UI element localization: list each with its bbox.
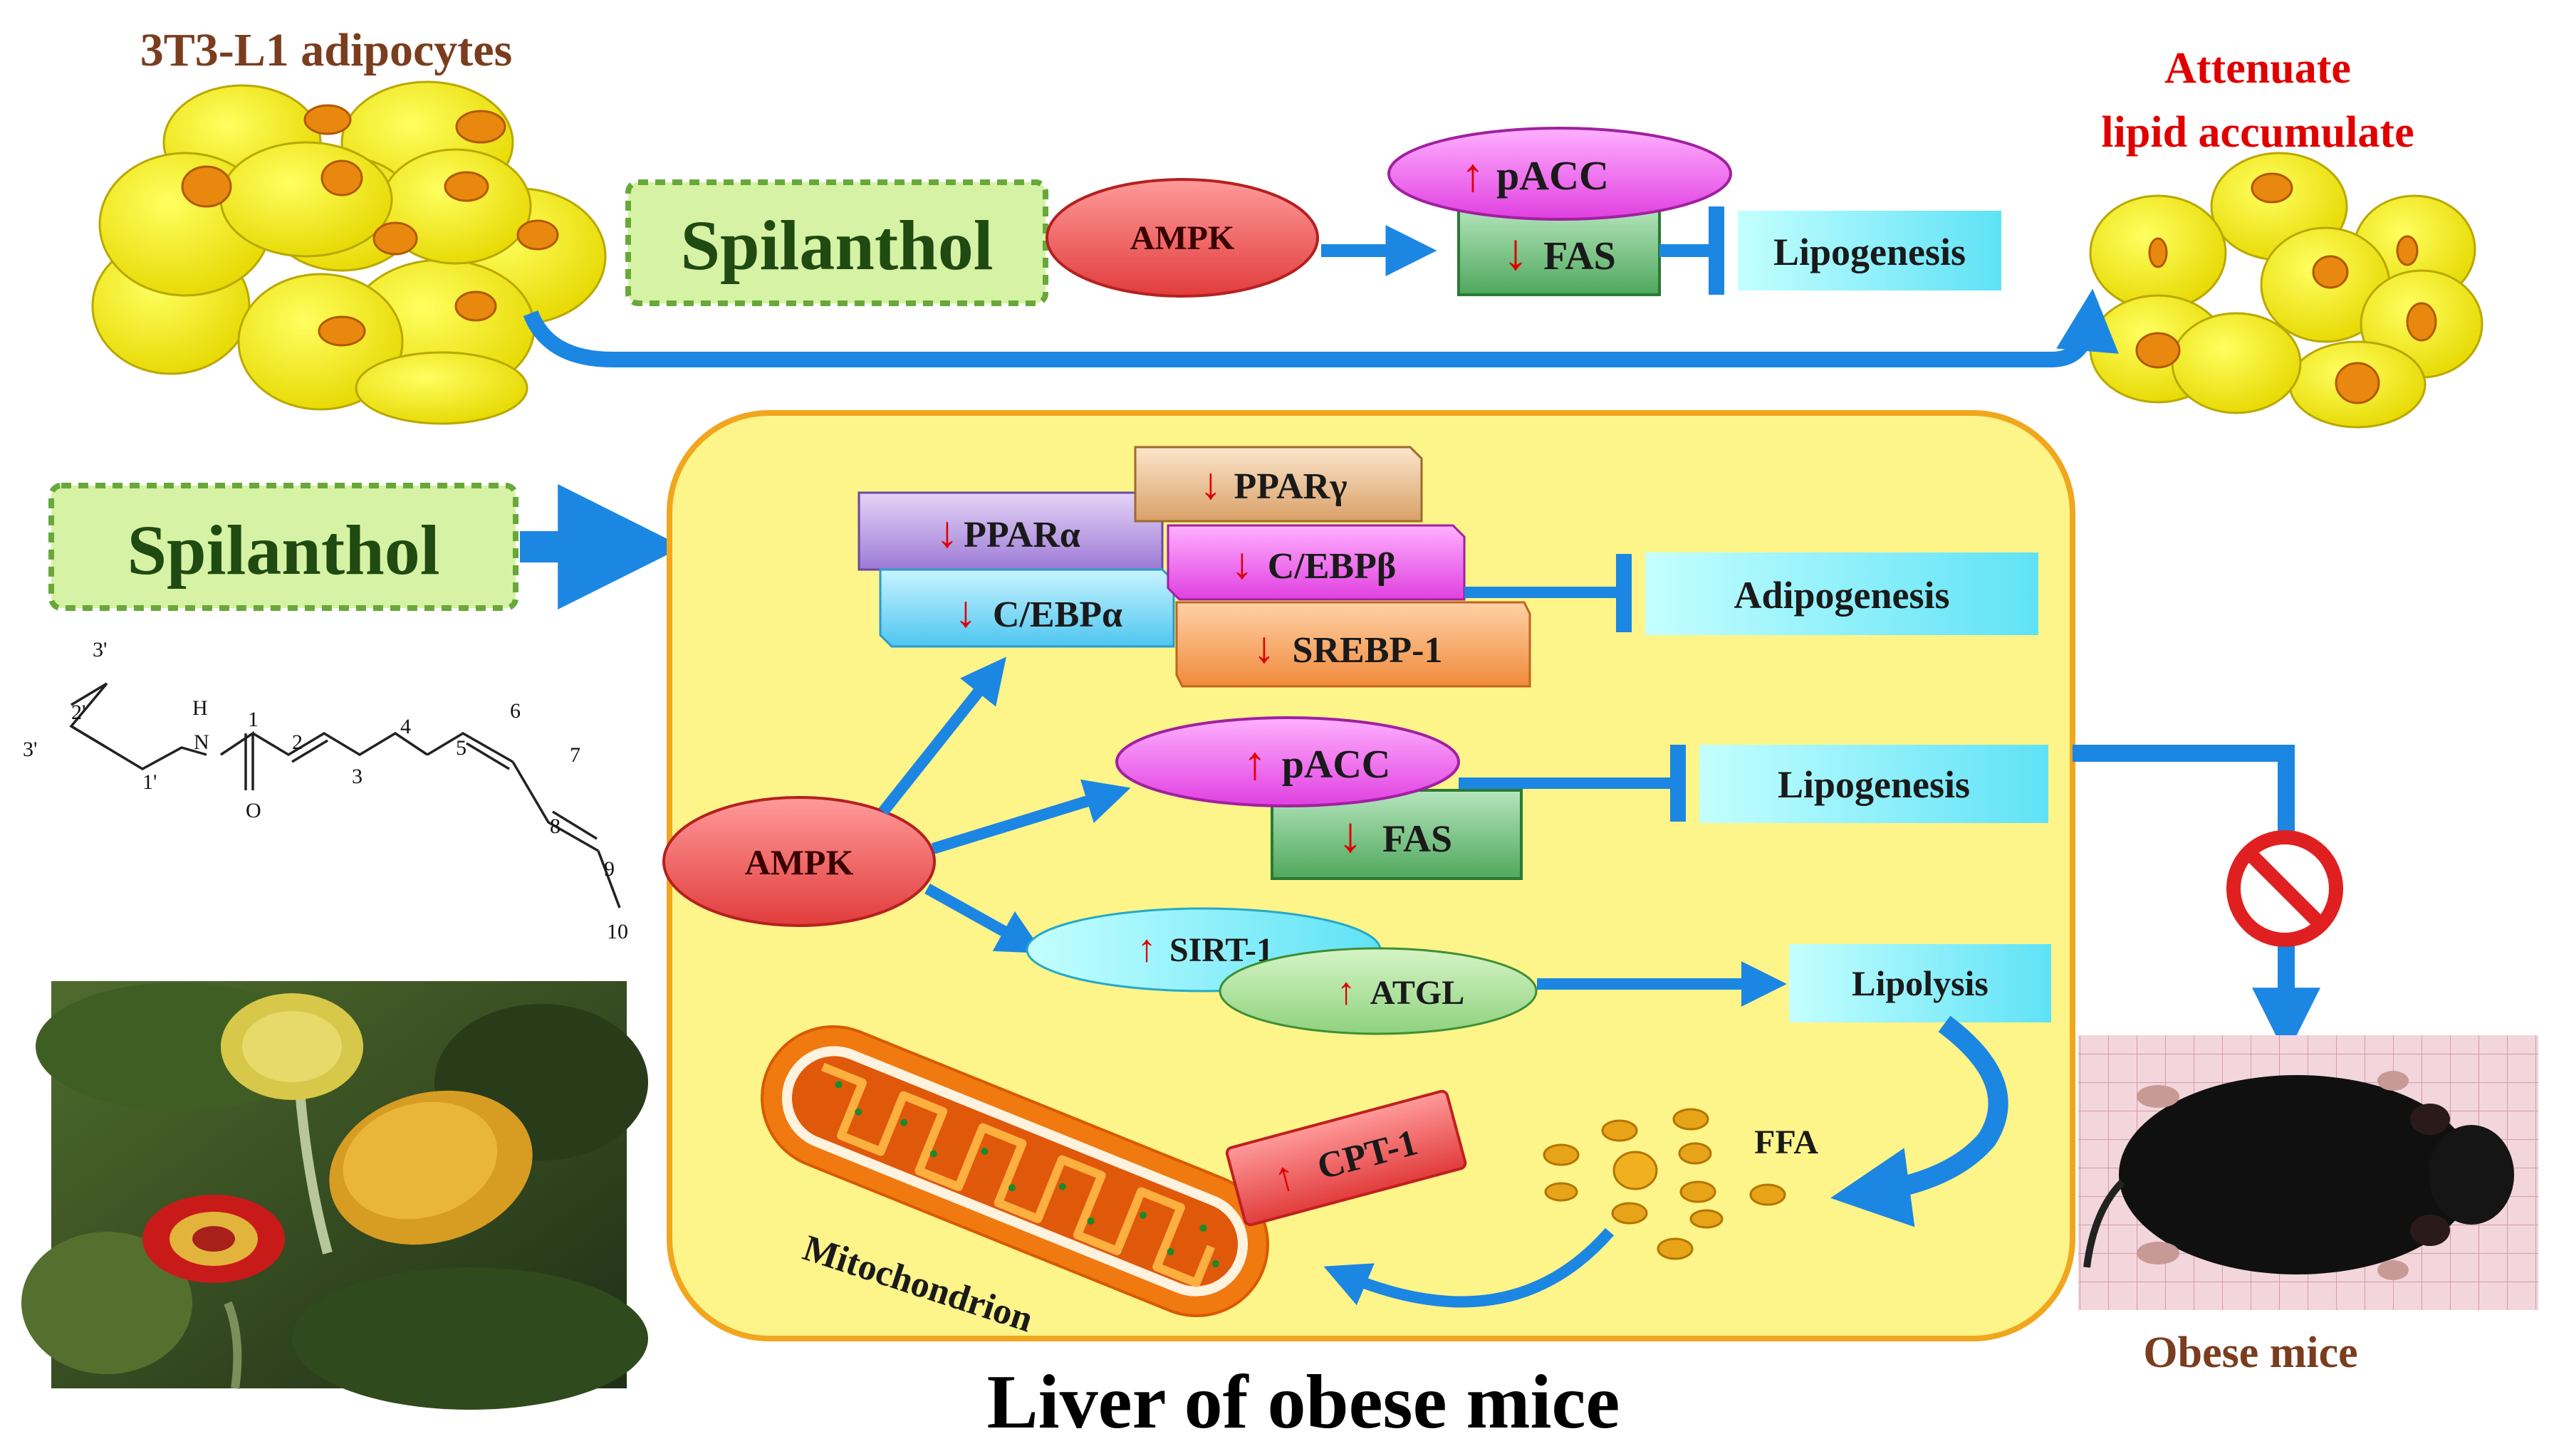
svg-text:H: H [192,696,208,720]
lipolysis-label: Lipolysis [1852,963,1989,1003]
svg-text:1': 1' [142,770,157,794]
ppara-label: PPARα [964,515,1080,555]
compound-label-bottom: Spilanthol [127,510,439,590]
fas-box-top [1457,205,1661,296]
cebpb-label: C/EBPβ [1268,546,1397,587]
compound-box-bottom [48,483,518,611]
ffa-label: FFA [1754,1124,1818,1161]
svg-text:8: 8 [550,815,561,838]
spilanthes-plant-photo [21,981,648,1410]
svg-text:5: 5 [456,736,467,760]
srebp-box [1175,601,1531,688]
pacc-up-arrow-top: ↑ [1461,150,1485,201]
ppara-box [858,491,1164,571]
mice-label: Obese mice [2143,1329,2357,1377]
svg-text:N: N [194,730,209,754]
ampk-node-top [1046,178,1319,298]
arrow-lipolysis-to-ffa [1830,1015,2008,1227]
prohibition-icon [2226,830,2343,947]
pparg-box [1134,446,1423,523]
atgl-label: ATGL [1370,974,1464,1012]
sirt-label: SIRT-1 [1169,931,1273,969]
svg-text:7: 7 [570,743,580,767]
ampk-label-bottom: AMPK [745,842,854,882]
fas-label-bottom: FAS [1382,817,1452,860]
fas-down-arrow-top: ↓ [1503,224,1528,281]
svg-text:2': 2' [71,701,85,724]
pacc-node-bottom [1115,716,1460,807]
svg-text:4: 4 [400,715,411,738]
svg-text:2: 2 [292,730,303,754]
srebp-down-arrow: ↓ [1253,624,1276,672]
lipogenesis-box-top [1738,211,2001,290]
fas-down-arrow-bottom: ↓ [1338,808,1363,863]
ffa-droplets [1543,1108,1786,1260]
svg-text:3': 3' [93,638,107,661]
svg-text:3: 3 [352,765,363,788]
obese-mouse-photo [2078,1035,2538,1310]
cebpb-box [1167,524,1466,601]
pacc-node-top [1387,127,1732,221]
arrow-spilanthol-to-outcome [523,288,2119,367]
svg-text:O: O [246,799,261,822]
svg-text:3': 3' [23,738,37,761]
adipocyte-cluster-large [91,80,607,425]
structure-labels: 3' 2' 3' 1' H N 1 O 2 3 4 5 6 7 8 9 10 [23,638,628,943]
adipocyte-cluster-small [2089,152,2483,429]
svg-text:1: 1 [248,708,259,731]
ampk-node-bottom [662,796,936,927]
outcome-line-2: lipid accumulate [2101,108,2414,157]
ppara-down-arrow: ↓ [937,508,959,557]
cell-label: 3T3-L1 adipocytes [140,24,513,76]
arrow-ffa-to-mitochondrion [1323,1227,1615,1308]
adipogenesis-label: Adipogenesis [1734,574,1949,617]
compound-label-top: Spilanthol [680,206,993,285]
cebpa-box [879,568,1175,648]
liver-panel-title: Liver of obese mice [987,1360,1620,1445]
arrow-ampk-to-sirt [924,884,1044,954]
spilanthol-structure [69,682,621,908]
compound-box-top [625,179,1048,306]
srebp-label: SREBP-1 [1293,630,1443,671]
arrow-ampk-to-adipogenic-factors [878,656,1006,815]
outcome-line-1: Attenuate [2164,44,2351,93]
atgl-up-arrow: ↑ [1337,970,1356,1012]
lipogenesis-label-top: Lipogenesis [1773,231,1966,273]
cebpa-down-arrow: ↓ [955,588,977,637]
pacc-up-arrow-bottom: ↑ [1244,738,1267,790]
pparg-label: PPARγ [1234,466,1347,507]
fas-label-top: FAS [1543,234,1616,278]
cebpb-down-arrow: ↓ [1231,540,1253,588]
arrow-ampk-to-pacc [931,779,1131,854]
cebpa-label: C/EBPα [993,595,1122,635]
lipolysis-box [1789,944,2051,1022]
svg-text:6: 6 [510,699,521,723]
pparg-down-arrow: ↓ [1200,460,1222,508]
lipogenesis-box-bottom [1699,745,2048,823]
mitochondrion [761,1025,1269,1318]
atgl-node [1219,947,1538,1035]
pacc-label-bottom: pACC [1282,743,1390,787]
svg-text:10: 10 [607,920,628,943]
sirt-up-arrow: ↑ [1137,927,1157,970]
lipogenesis-label-bottom: Lipogenesis [1778,763,1970,806]
cpt-box [1225,1089,1467,1227]
svg-text:9: 9 [604,857,615,881]
adipogenesis-box [1645,552,2038,635]
ampk-label-top: AMPK [1130,219,1235,257]
pacc-label-top: pACC [1496,152,1609,199]
